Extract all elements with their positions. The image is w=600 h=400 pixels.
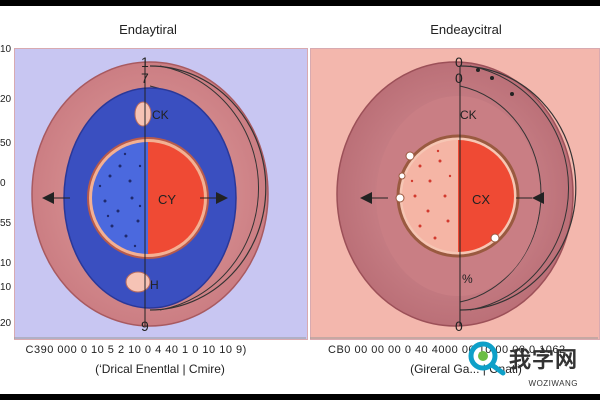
right-bottom-mark: 0 xyxy=(455,318,463,334)
right-panel-title: Endeaycitral xyxy=(430,22,502,37)
right-lower-label: % xyxy=(462,272,473,286)
left-outer-arc xyxy=(159,65,260,311)
left-bottom-mark: 9 xyxy=(141,318,149,334)
left-caption: (‘Drical Enentlal | Cmire) xyxy=(95,362,225,376)
y-tick: 10 xyxy=(0,44,12,55)
right-arrow-icon xyxy=(532,192,544,204)
left-lower-label: H xyxy=(150,278,159,292)
y-tick: 20 xyxy=(0,94,12,105)
left-lower-vesicle xyxy=(125,271,151,293)
y-tick: 10 xyxy=(0,282,12,293)
figure-canvas: Endaytiral Endeaycitral 10 20 50 0 55 10… xyxy=(0,6,600,394)
right-vesicle xyxy=(490,233,500,243)
left-nucleus-red-half xyxy=(148,142,204,254)
right-vesicle xyxy=(395,193,405,203)
watermark-text: 我字网 xyxy=(508,348,578,373)
left-outer-arc xyxy=(149,65,267,311)
left-cell xyxy=(31,61,269,327)
y-tick: 0 xyxy=(0,178,6,189)
right-vesicle xyxy=(405,151,415,161)
left-upper-vesicle xyxy=(134,101,152,127)
right-x-ticks: CB0 00 00 00 0 40 4000 00 10 00 00 0 106… xyxy=(328,344,566,356)
y-tick: 50 xyxy=(0,138,12,149)
cell-illustration xyxy=(14,61,598,339)
y-tick: 55 xyxy=(0,218,12,229)
left-x-ticks: C390 000 0 10 5 2 10 0 4 40 1 0 10 10 9) xyxy=(22,344,247,356)
watermark-subtext: WOZIWANG xyxy=(528,379,578,388)
watermark: 我字网 WOZIWANG xyxy=(465,340,578,388)
left-top-mark: 1 xyxy=(141,54,149,70)
left-arrow-icon xyxy=(42,192,54,204)
right-upper-label: CK xyxy=(460,108,477,122)
left-top-mark: 7 xyxy=(141,70,149,86)
left-chromatin-dots xyxy=(98,152,142,248)
left-nucleus-blue-half xyxy=(92,142,148,254)
right-cell xyxy=(336,61,577,327)
left-center-label: CY xyxy=(158,192,177,207)
left-upper-label: CK xyxy=(152,108,169,122)
y-tick: 20 xyxy=(0,318,12,329)
y-tick: 10 xyxy=(0,258,12,269)
right-center-label: CX xyxy=(472,192,491,207)
right-vesicle xyxy=(398,172,406,180)
right-top-mark: 0 xyxy=(455,70,463,86)
left-arrow-icon xyxy=(216,192,228,204)
right-nucleus-red-half xyxy=(458,140,514,252)
right-top-mark: 0 xyxy=(455,54,463,70)
right-arrow-icon xyxy=(360,192,372,204)
left-panel-title: Endaytiral xyxy=(119,22,177,37)
right-nucleus-light-half xyxy=(402,140,458,252)
watermark-logo-icon xyxy=(468,341,506,376)
right-granule-dots xyxy=(410,149,452,240)
